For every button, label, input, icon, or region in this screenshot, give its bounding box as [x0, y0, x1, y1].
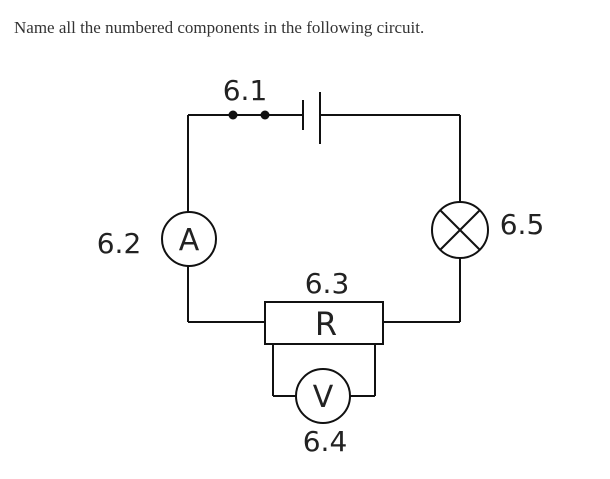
question-text: Name all the numbered components in the …: [14, 18, 425, 37]
resistor-icon: R: [264, 301, 384, 345]
ammeter-letter: A: [179, 223, 200, 258]
ammeter-icon: A: [161, 211, 217, 267]
switch-icon: [228, 110, 270, 120]
lamp-icon: [431, 201, 489, 259]
cell-icon: [302, 92, 321, 144]
resistor-letter: R: [315, 305, 337, 343]
label-voltmeter: 6.4: [303, 425, 348, 458]
voltmeter-icon: V: [295, 368, 351, 424]
label-switch: 6.1: [223, 74, 268, 107]
circuit-wires: [187, 114, 461, 397]
label-lamp: 6.5: [500, 208, 545, 241]
label-ammeter: 6.2: [97, 227, 142, 260]
label-resistor: 6.3: [305, 267, 350, 300]
voltmeter-letter: V: [313, 380, 334, 415]
